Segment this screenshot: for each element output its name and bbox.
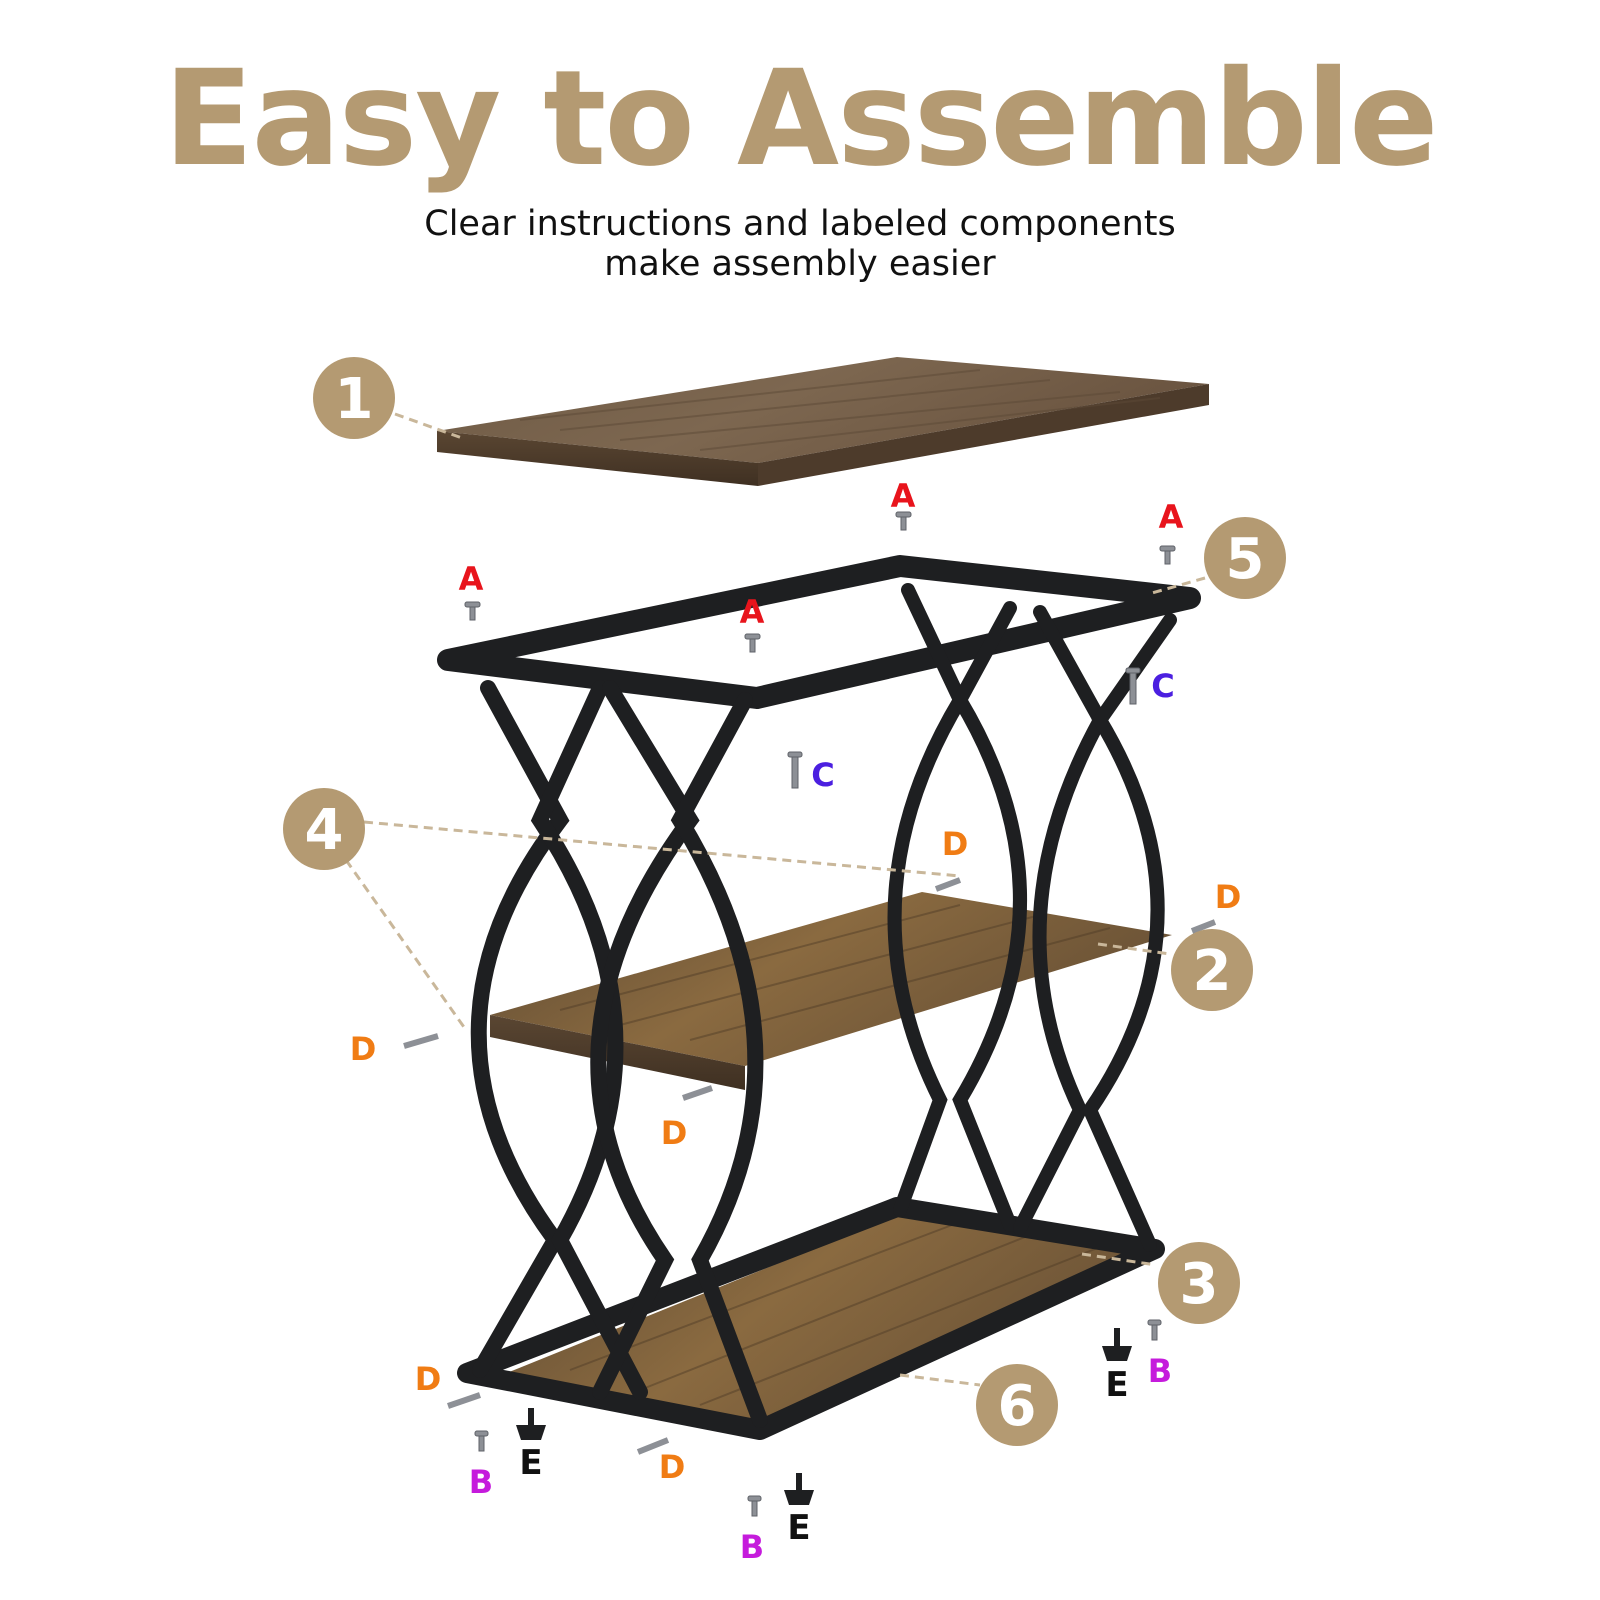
badge-6: 6 [976,1364,1058,1446]
label-e: E [519,1443,542,1483]
label-a: A [1159,498,1184,536]
hardware-feet [516,1328,1132,1505]
svg-text:5: 5 [1226,527,1265,592]
page-subtitle: Clear instructions and labeled component… [0,204,1600,284]
label-e: E [1105,1365,1128,1405]
svg-text:2: 2 [1193,939,1232,1004]
hardware-labels: A A A A C C D D D D D D B B B E E E [350,477,1242,1566]
label-b: B [469,1463,493,1501]
subtitle-line-2: make assembly easier [604,244,996,284]
leader-lines [344,412,1206,1387]
badge-1: 1 [313,357,395,439]
label-e: E [787,1508,810,1548]
label-d: D [942,825,969,863]
label-d: D [415,1360,442,1398]
part-1-top-board [437,357,1209,486]
svg-text:1: 1 [335,367,374,432]
badge-2: 2 [1171,929,1253,1011]
label-b: B [740,1528,764,1566]
part-6-bottom-shelf [497,1210,1160,1428]
badge-4: 4 [283,788,365,870]
part-5-frame [437,555,1201,1440]
label-d: D [661,1114,688,1152]
badge-5: 5 [1204,517,1286,599]
badge-3: 3 [1158,1242,1240,1324]
label-d: D [1215,878,1242,916]
svg-text:4: 4 [305,798,344,863]
label-a: A [740,593,765,631]
page-title: Easy to Assemble [163,42,1438,196]
label-a: A [891,477,916,515]
label-d: D [659,1448,686,1486]
label-c: C [1151,667,1174,705]
label-b: B [1148,1352,1172,1390]
label-a: A [459,560,484,598]
svg-text:6: 6 [998,1374,1037,1439]
part-badges: 1 5 4 2 3 6 [283,357,1286,1446]
subtitle-line-1: Clear instructions and labeled component… [424,204,1176,244]
hardware-screws [403,511,1217,1517]
label-d: D [350,1030,377,1068]
label-c: C [811,756,834,794]
svg-text:3: 3 [1180,1252,1219,1317]
